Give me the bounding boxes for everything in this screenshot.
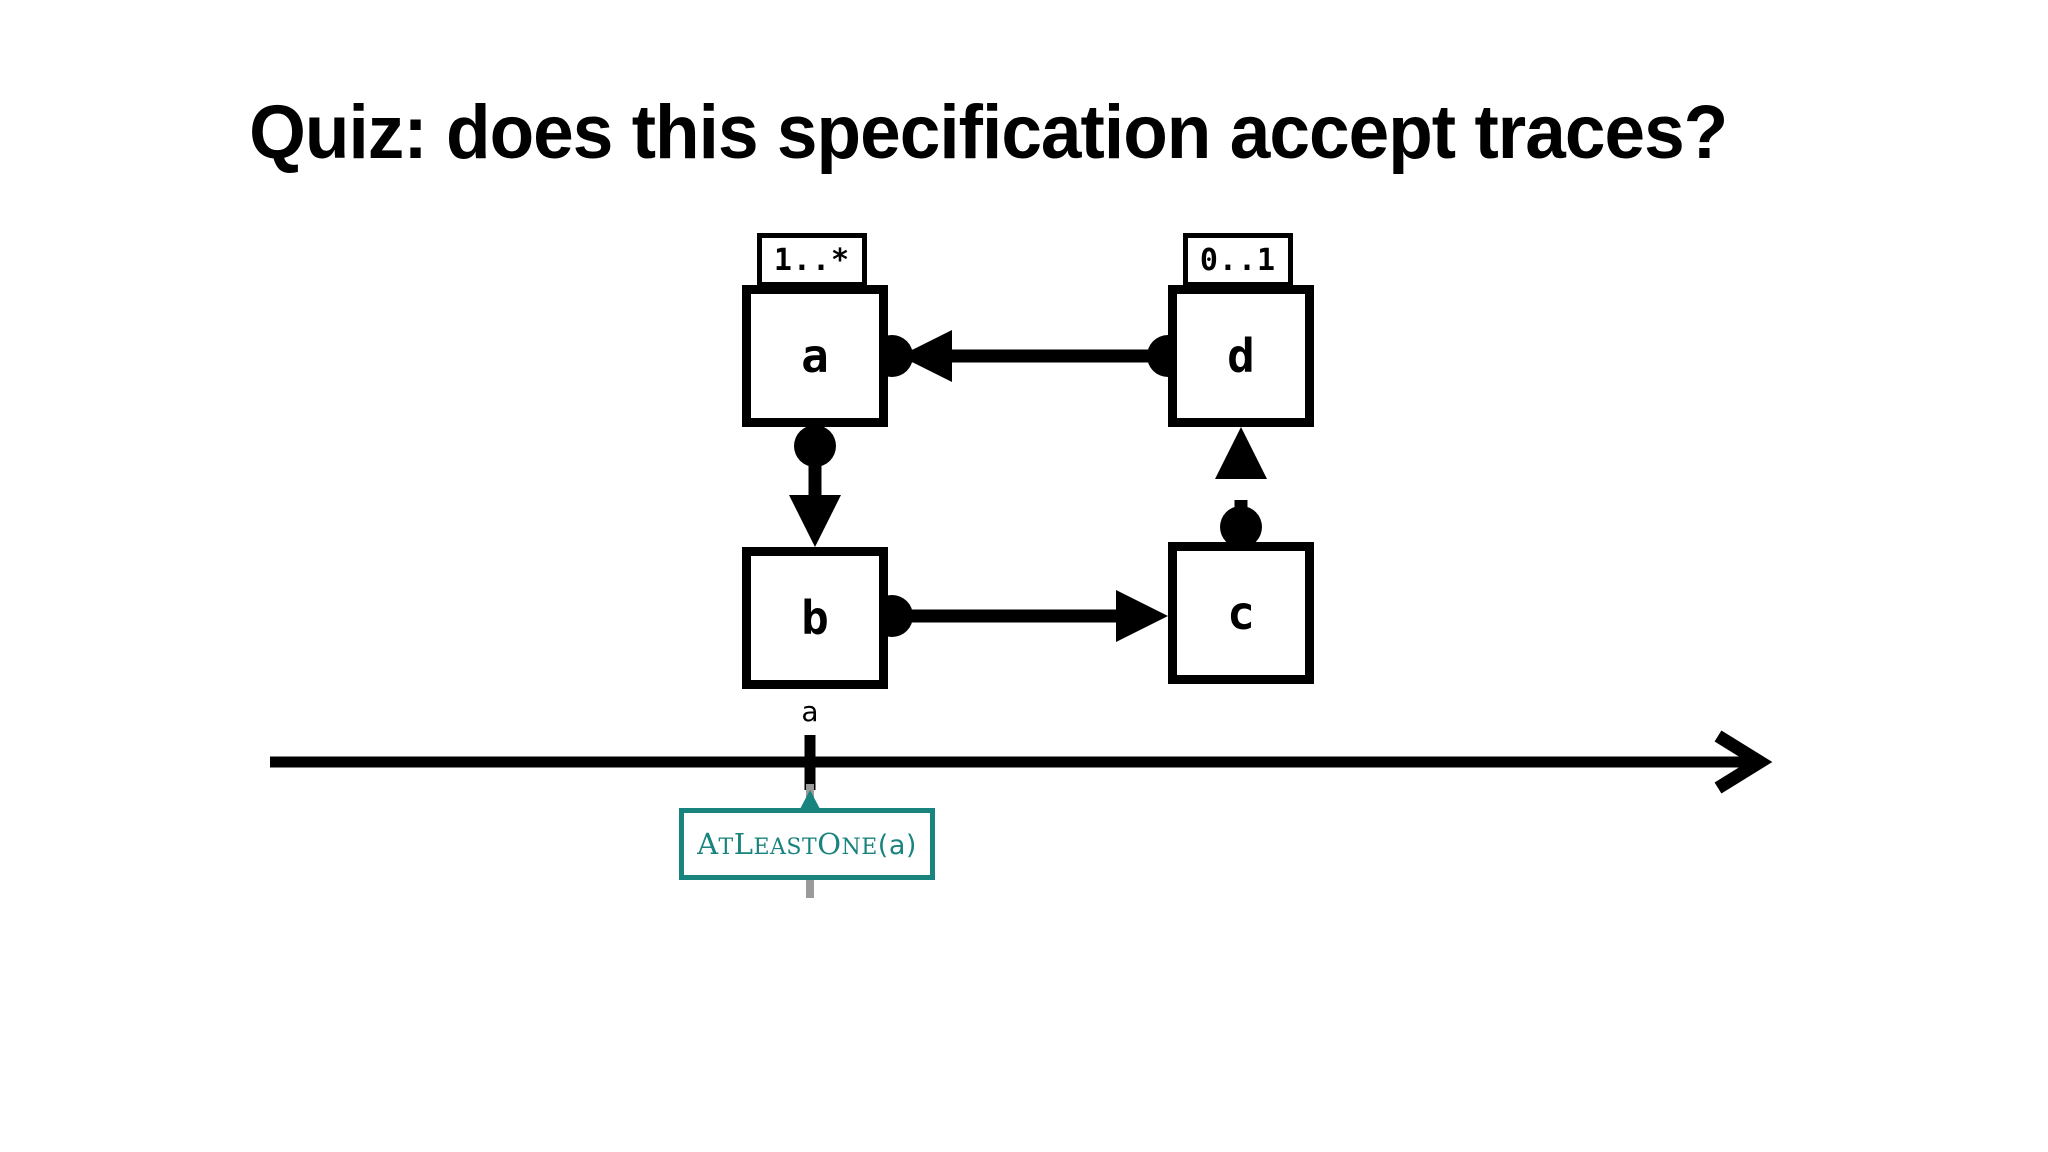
edge-a-to-b xyxy=(789,425,841,547)
annotation-glyph-argument: (a) xyxy=(877,830,917,861)
edge-c-to-d-arrowhead xyxy=(1215,427,1267,479)
state-box-c[interactable]: c xyxy=(1168,542,1314,684)
annotation-glyph-5: NE xyxy=(841,835,878,860)
edge-d-to-a xyxy=(871,330,1189,382)
annotation-box-atleastone[interactable]: ATLEASTONE(a) xyxy=(679,808,935,880)
annotation-glyph-0: A xyxy=(697,827,719,861)
annotation-glyph-1: T xyxy=(718,835,734,860)
edge-b-to-c-arrowhead xyxy=(1116,590,1168,642)
multiplicity-tab-a: 1..* xyxy=(757,233,867,287)
edge-d-to-a-arrowhead xyxy=(900,330,952,382)
timeline-axis xyxy=(270,730,1773,794)
annotation-glyph-4: O xyxy=(817,827,842,861)
edge-c-to-d xyxy=(1215,427,1267,548)
edge-a-to-b-source-dot xyxy=(794,425,836,467)
annotation-label: ATLEASTONE(a) xyxy=(697,827,917,861)
edge-c-to-d-source-dot xyxy=(1220,506,1262,548)
state-box-a[interactable]: a xyxy=(742,285,888,427)
edge-b-to-c xyxy=(871,590,1168,642)
annotation-glyph-3: EAST xyxy=(753,835,818,860)
timeline-arrowhead-icon xyxy=(1714,730,1773,794)
state-box-b[interactable]: b xyxy=(742,547,888,689)
edge-a-to-b-arrowhead xyxy=(789,495,841,547)
annotation-glyph-2: L xyxy=(733,827,754,861)
state-box-d[interactable]: d xyxy=(1168,285,1314,427)
timeline-event-label-a: a xyxy=(801,695,819,728)
multiplicity-tab-d: 0..1 xyxy=(1183,233,1293,287)
page-title: Quiz: does this specification accept tra… xyxy=(249,90,1728,175)
